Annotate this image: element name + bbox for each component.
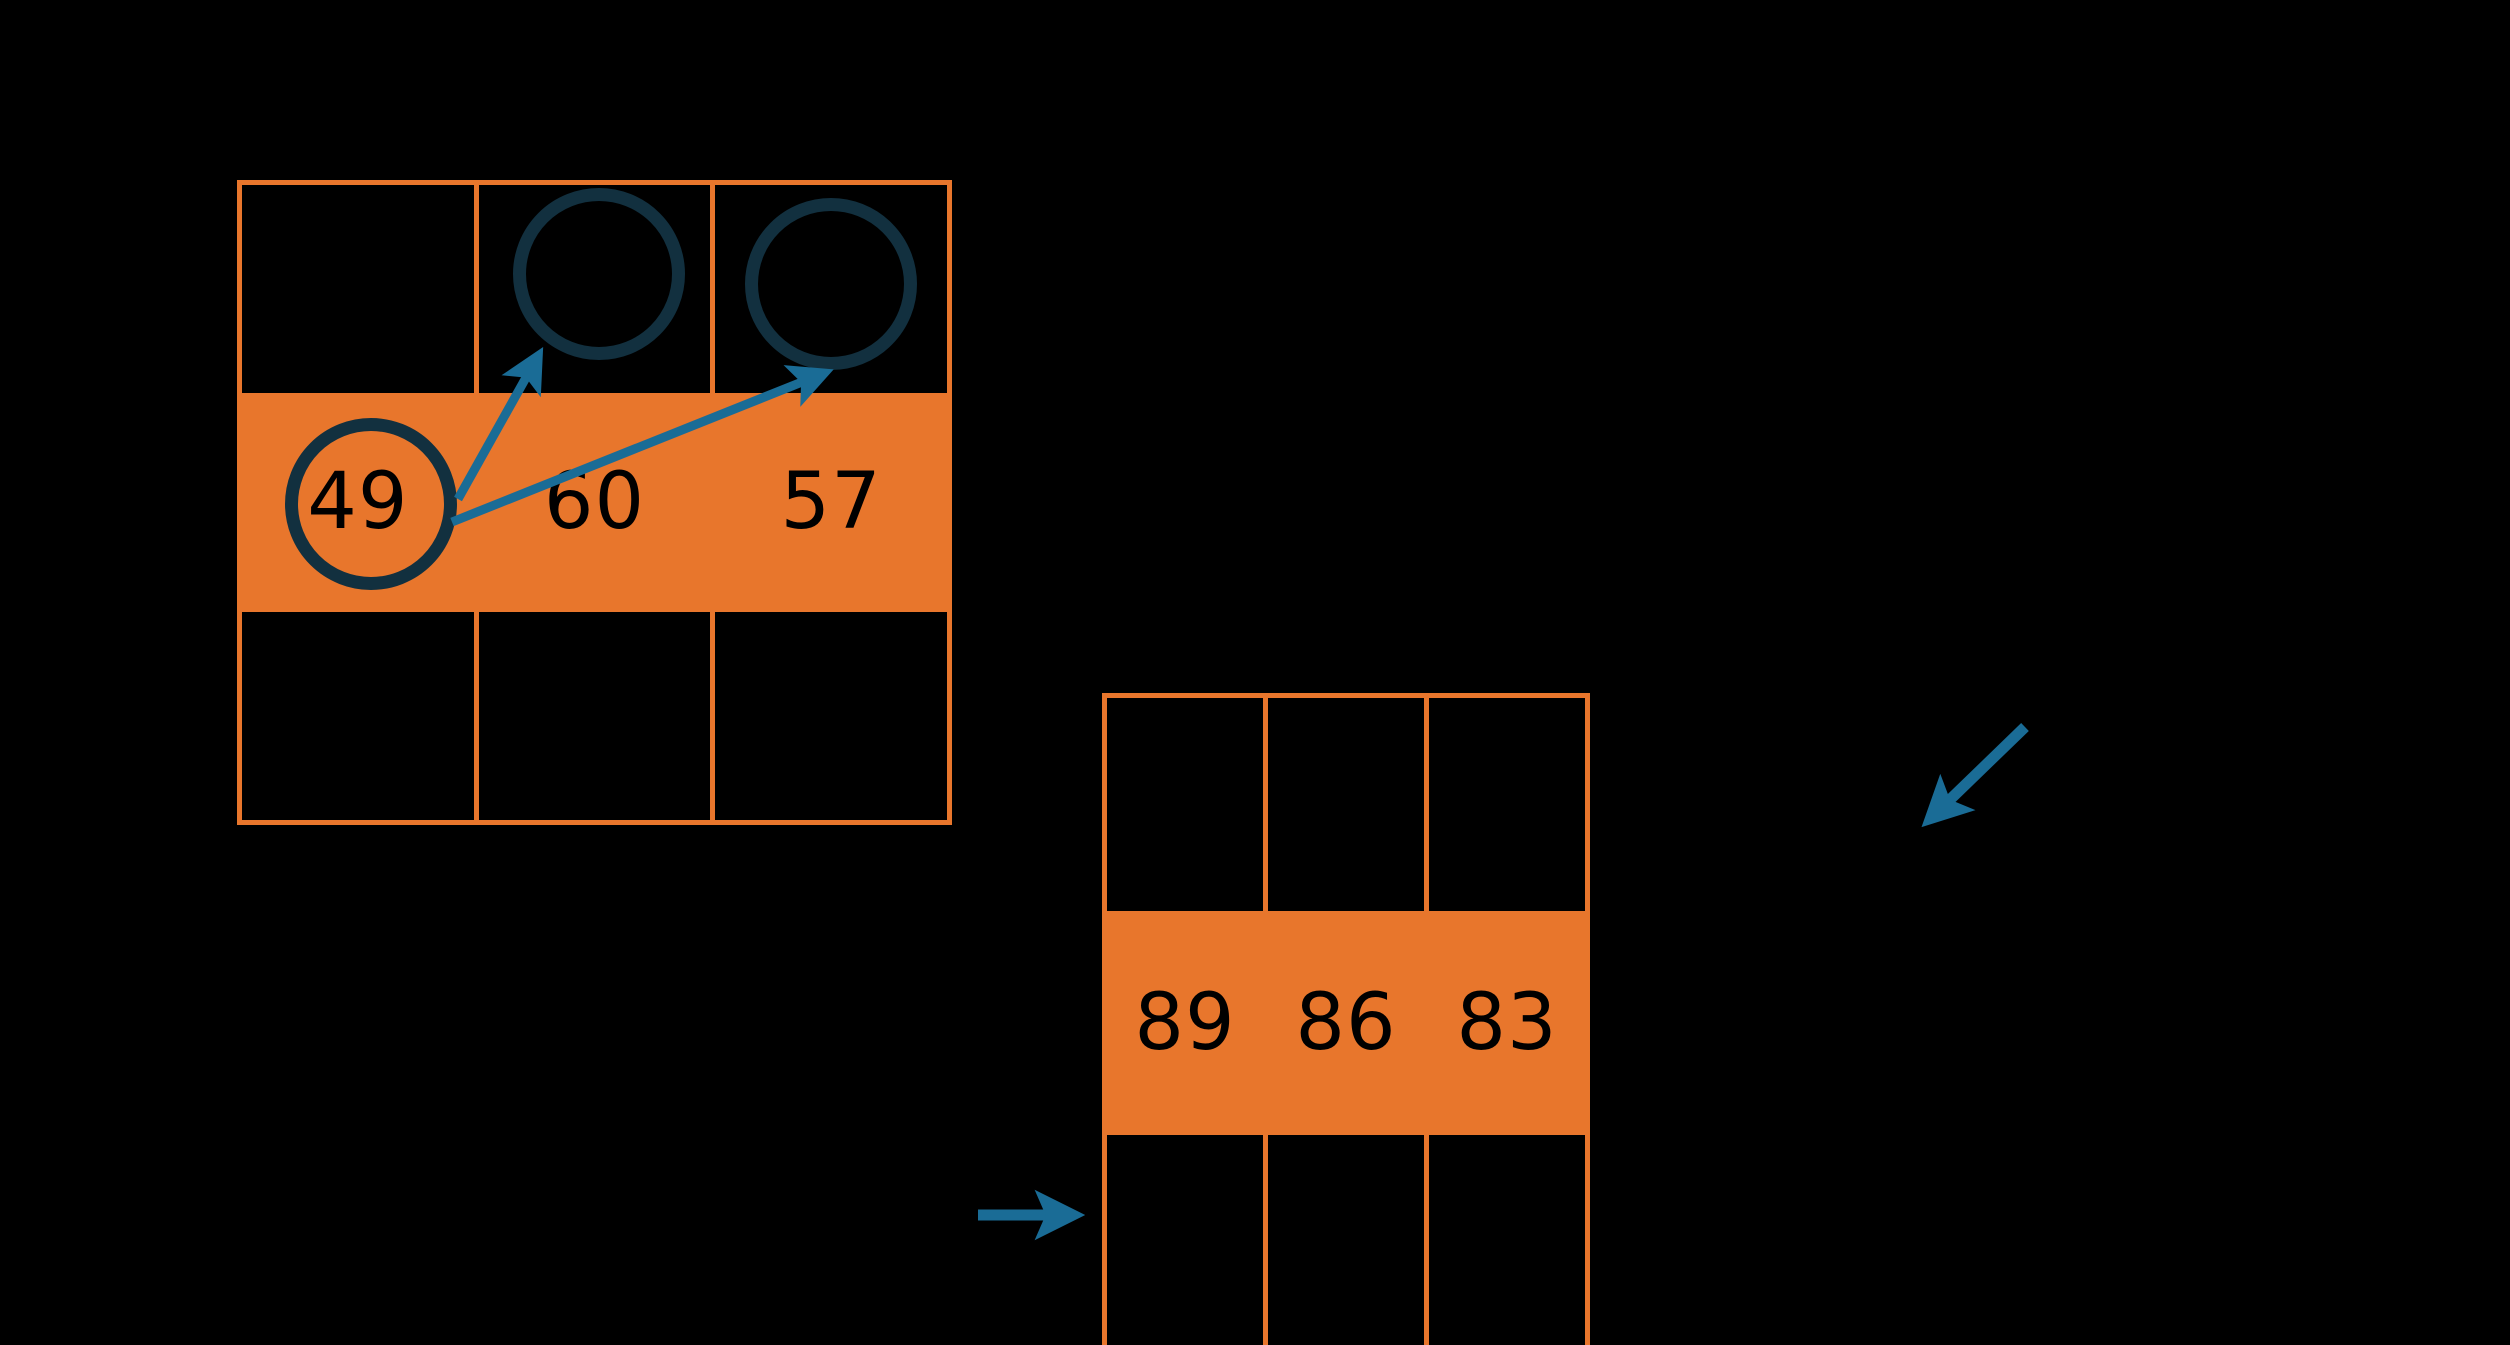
left-grid-cell-r3c2[interactable] [478,611,711,820]
right-grid-cell-r1c2[interactable] [1268,698,1424,912]
left-grid-cell-r1c3[interactable] [715,185,947,394]
left-grid: 49 60 57 [237,180,952,825]
right-grid-cell-r2c1[interactable]: 89 [1107,916,1263,1130]
right-grid-cell-r2c3[interactable]: 83 [1429,916,1585,1130]
left-grid-cell-r3c3[interactable] [715,611,947,820]
cell-value: 83 [1456,977,1558,1068]
left-grid-cell-r2c1[interactable]: 49 [242,398,474,607]
right-grid-cell-r3c1[interactable] [1107,1134,1263,1345]
arrow-pointer-down-left [1921,723,2029,828]
right-grid-cell-r3c3[interactable] [1429,1134,1585,1345]
left-grid-cell-r1c1[interactable] [242,185,474,394]
left-grid-cell-r1c2[interactable] [478,185,711,394]
cell-value: 89 [1134,977,1236,1068]
cell-value: 57 [780,457,882,548]
left-grid-cell-r2c3[interactable]: 57 [715,398,947,607]
right-grid-cell-r2c2[interactable]: 86 [1268,916,1424,1130]
left-grid-cell-r2c2[interactable]: 60 [478,398,711,607]
left-grid-cell-r3c1[interactable] [242,611,474,820]
right-grid-cell-r3c2[interactable] [1268,1134,1424,1345]
cell-value: 86 [1295,977,1397,1068]
right-grid-cell-r1c3[interactable] [1429,698,1585,912]
right-grid: 89 86 83 [1102,693,1590,1345]
right-grid-cell-r1c1[interactable] [1107,698,1263,912]
cell-value: 49 [307,457,409,548]
cell-value: 60 [543,457,646,548]
